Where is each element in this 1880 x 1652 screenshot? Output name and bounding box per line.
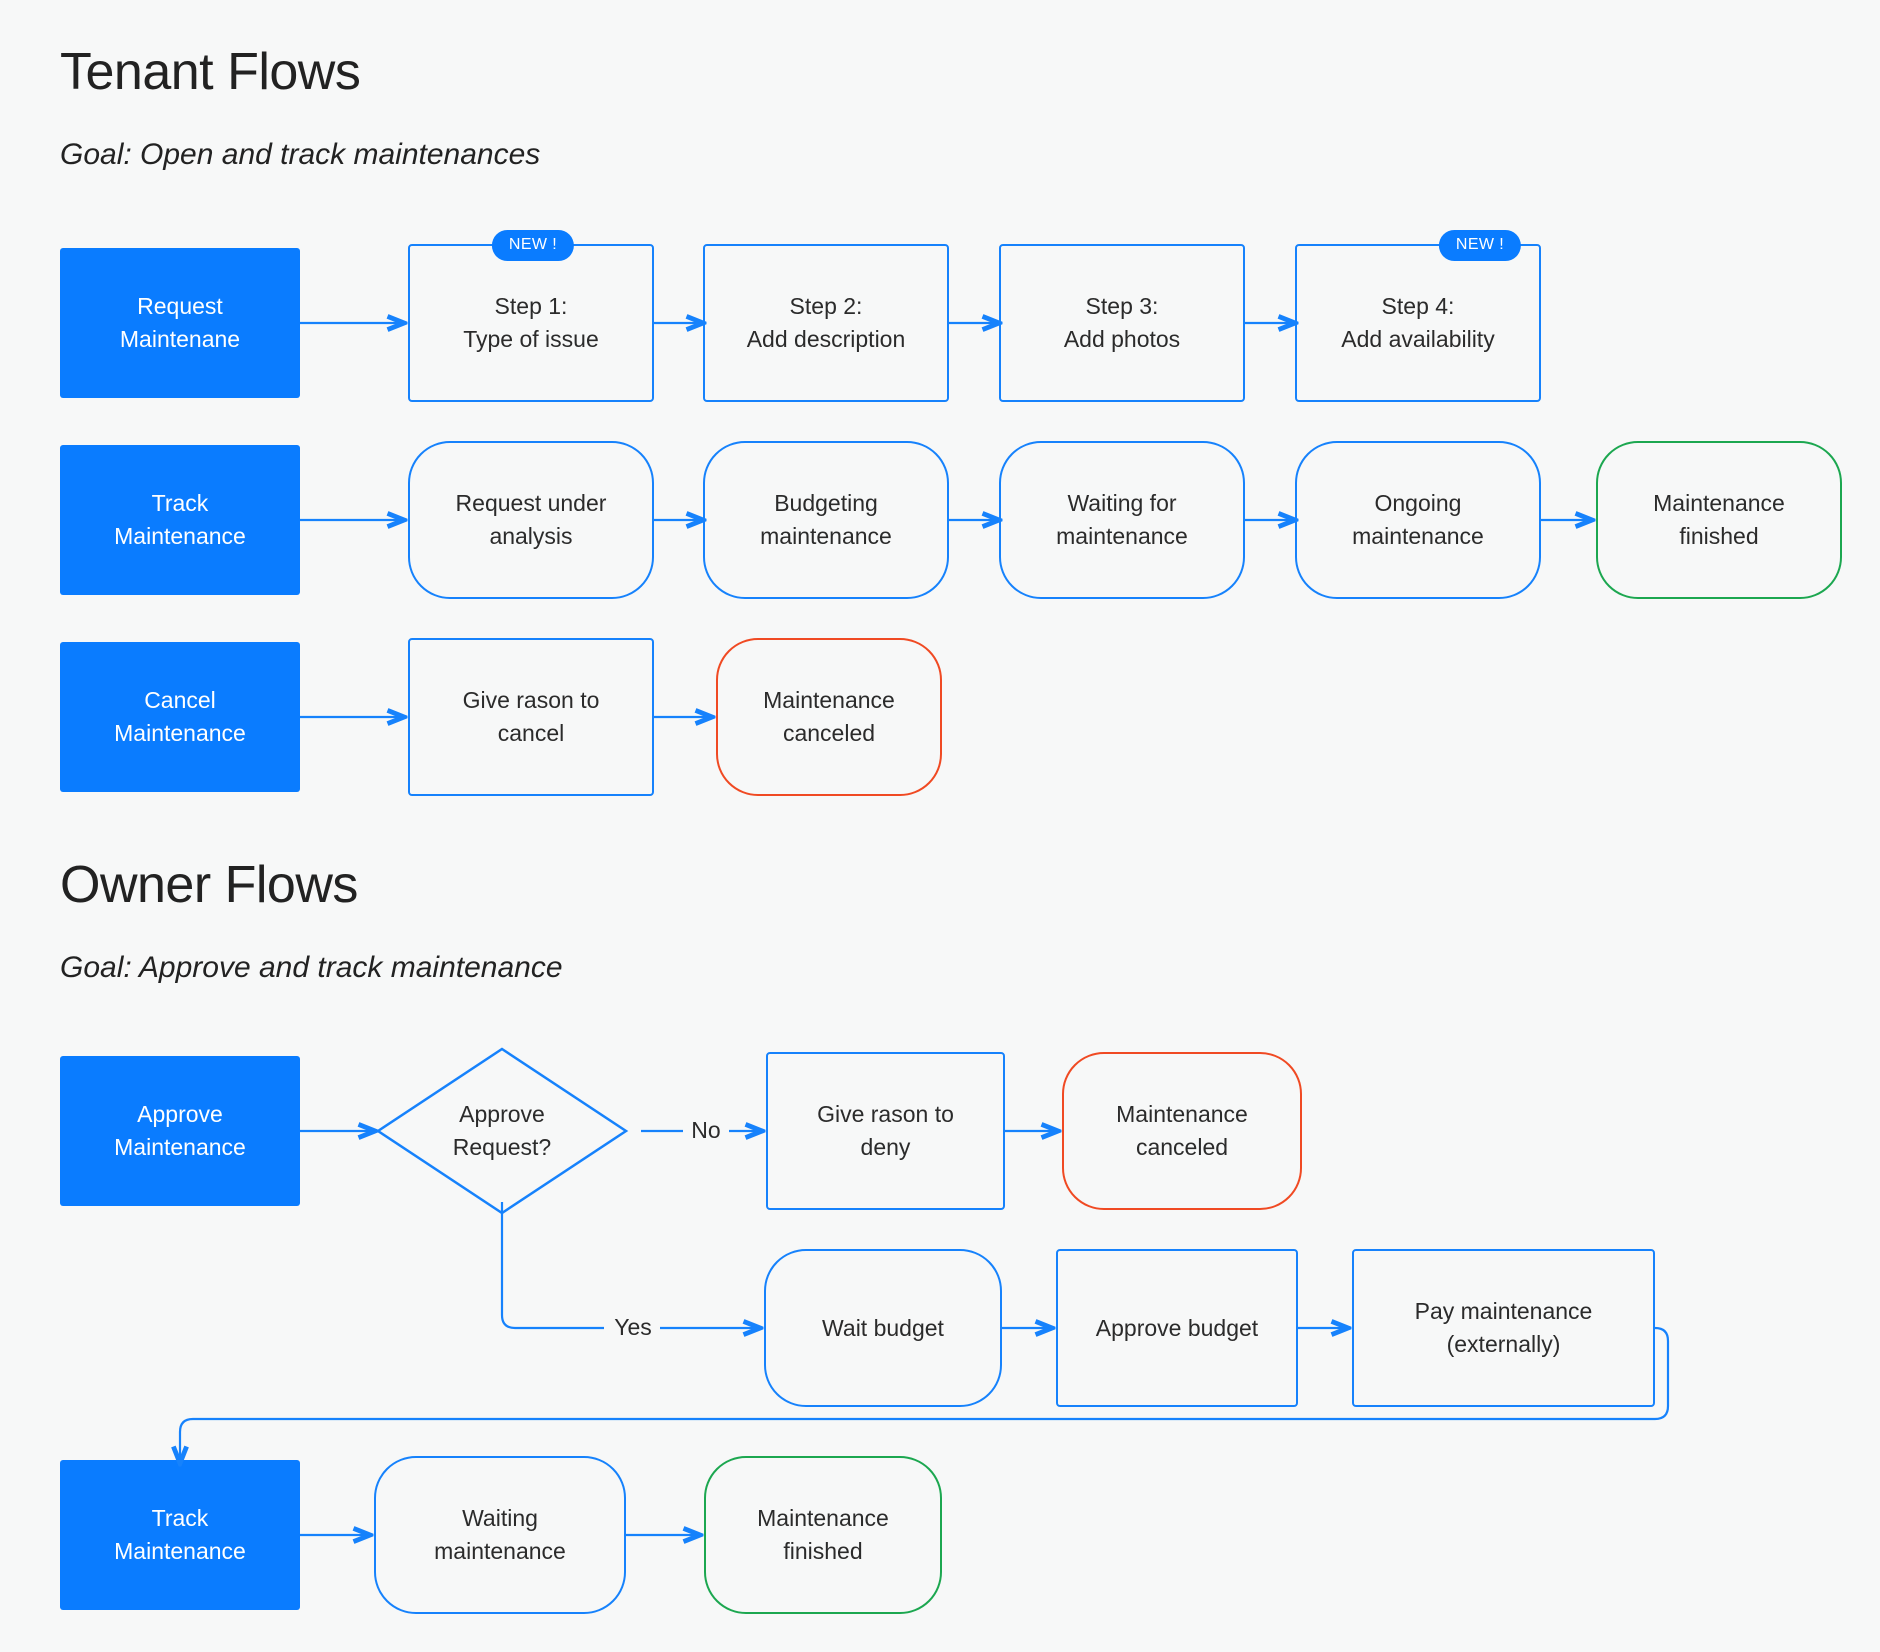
node-give-reason-to-deny[interactable]: Give rason to deny: [766, 1052, 1005, 1210]
node-maintenance-finished-tenant[interactable]: Maintenance finished: [1596, 441, 1842, 599]
node-approve-budget-label: Approve budget: [1095, 1314, 1259, 1341]
node-request-under-analysis-label: Request under analysis: [455, 490, 607, 549]
node-waiting-for-maintenance-label: Waiting for maintenance: [1056, 490, 1188, 549]
node-waiting-for-maintenance[interactable]: Waiting for maintenance: [999, 441, 1245, 599]
node-wait-budget-label: Wait budget: [822, 1314, 944, 1341]
node-request-under-analysis[interactable]: Request under analysis: [408, 441, 654, 599]
node-pay-maintenance-label: Pay maintenance (externally): [1414, 1298, 1593, 1357]
node-maintenance-canceled-tenant-label: Maintenance canceled: [763, 687, 895, 746]
node-step-3-label: Step 3: Add photos: [1063, 293, 1181, 352]
node-cancel-maintenance[interactable]: Cancel Maintenance: [60, 642, 300, 792]
node-maintenance-finished-tenant-label: Maintenance finished: [1653, 490, 1785, 549]
node-ongoing-maintenance[interactable]: Ongoing maintenance: [1295, 441, 1541, 599]
node-step-1[interactable]: Step 1: Type of issue: [408, 244, 654, 402]
decision-approve-request-label: Approve Request?: [452, 1101, 552, 1160]
node-track-maintenance-owner[interactable]: Track Maintenance: [60, 1460, 300, 1610]
section-goal-tenant: Goal: Open and track maintenances: [60, 138, 541, 171]
node-give-reason-to-cancel[interactable]: Give rason to cancel: [408, 638, 654, 796]
node-approve-budget[interactable]: Approve budget: [1056, 1249, 1298, 1407]
node-maintenance-canceled-owner[interactable]: Maintenance canceled: [1062, 1052, 1302, 1210]
node-give-reason-to-cancel-label: Give rason to cancel: [462, 687, 600, 746]
node-step-2-label: Step 2: Add description: [746, 293, 906, 352]
edge-decision-yes: [500, 1202, 604, 1330]
edge-label-no: No: [685, 1117, 727, 1144]
node-give-reason-to-deny-label: Give rason to deny: [817, 1101, 954, 1160]
node-step-3[interactable]: Step 3: Add photos: [999, 244, 1245, 402]
edge-label-yes: Yes: [608, 1314, 658, 1341]
node-track-maintenance-tenant-label: Track Maintenance: [114, 490, 246, 549]
node-budgeting-maintenance-label: Budgeting maintenance: [760, 490, 892, 549]
node-maintenance-canceled-tenant[interactable]: Maintenance canceled: [716, 638, 942, 796]
decision-approve-request[interactable]: Approve Request?: [375, 1046, 629, 1216]
node-approve-maintenance[interactable]: Approve Maintenance: [60, 1056, 300, 1206]
node-budgeting-maintenance[interactable]: Budgeting maintenance: [703, 441, 949, 599]
node-request-maintenance-label: Request Maintenane: [119, 293, 241, 352]
node-step-1-label: Step 1: Type of issue: [463, 293, 599, 352]
node-step-2[interactable]: Step 2: Add description: [703, 244, 949, 402]
node-waiting-maintenance-owner-label: Waiting maintenance: [434, 1505, 566, 1564]
node-maintenance-finished-owner[interactable]: Maintenance finished: [704, 1456, 942, 1614]
node-maintenance-canceled-owner-label: Maintenance canceled: [1116, 1101, 1248, 1160]
section-title-owner: Owner Flows: [60, 856, 358, 914]
node-ongoing-maintenance-label: Ongoing maintenance: [1352, 490, 1484, 549]
node-waiting-maintenance-owner[interactable]: Waiting maintenance: [374, 1456, 626, 1614]
node-step-4[interactable]: Step 4: Add availability: [1295, 244, 1541, 402]
node-track-maintenance-owner-label: Track Maintenance: [114, 1505, 246, 1564]
node-wait-budget[interactable]: Wait budget: [764, 1249, 1002, 1407]
section-title-tenant: Tenant Flows: [60, 43, 361, 101]
badge-new-step-1: NEW !: [491, 230, 575, 261]
badge-new-step-4: NEW !: [1438, 230, 1522, 261]
section-goal-owner: Goal: Approve and track maintenance: [60, 951, 563, 984]
node-step-4-label: Step 4: Add availability: [1341, 293, 1495, 352]
node-pay-maintenance[interactable]: Pay maintenance (externally): [1352, 1249, 1655, 1407]
node-request-maintenance[interactable]: Request Maintenane: [60, 248, 300, 398]
node-approve-maintenance-label: Approve Maintenance: [114, 1101, 246, 1160]
node-cancel-maintenance-label: Cancel Maintenance: [114, 687, 246, 746]
node-maintenance-finished-owner-label: Maintenance finished: [757, 1505, 889, 1564]
node-track-maintenance-tenant[interactable]: Track Maintenance: [60, 445, 300, 595]
